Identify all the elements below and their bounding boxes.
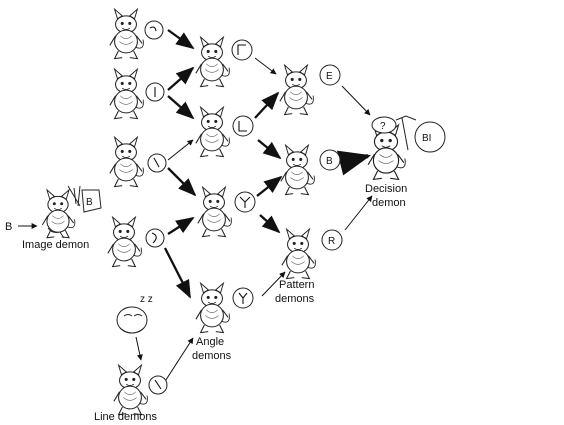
line-demon-5 [113, 364, 168, 416]
line-demon-2 [109, 68, 165, 120]
arrow-line3-angle2 [167, 139, 194, 161]
pattern-demon-r-letter: R [328, 236, 335, 247]
arrow-angle3-patternB [256, 175, 283, 197]
arrow-angle2-patternB [257, 139, 282, 160]
arrow-line4-angle3 [167, 217, 195, 235]
decision-demon-label-line2: demon [372, 197, 406, 209]
arrow-line3-angle3 [167, 167, 197, 197]
pattern-demons: E B R [279, 64, 343, 280]
feature-corner-top-icon [237, 44, 246, 55]
angle-demon-3 [197, 186, 256, 238]
line-demon-3 [109, 136, 167, 188]
pattern-demons-label-line2: demons [275, 293, 315, 305]
input-letter: B [5, 221, 12, 233]
feature-corner-bottom-icon [238, 121, 247, 132]
angle-demon-4 [195, 282, 254, 334]
arrow-line5-angle4 [161, 337, 194, 387]
feature-diagonal-line-icon [153, 157, 160, 168]
angle-demons-label-line1: Angle [196, 336, 224, 348]
decision-demon-output-text: BI [422, 133, 431, 144]
angle-demons-label-line2: demons [192, 350, 232, 362]
line-demons-label: Line demons [94, 411, 157, 423]
feature-fork-icon [238, 292, 248, 304]
image-demon-label: Image demon [22, 239, 89, 251]
decision-demon-output-bubble: BI [414, 121, 446, 153]
feature-junction-icon [239, 196, 251, 208]
angle-demon-2 [195, 106, 254, 158]
decision-demon: ? BI [367, 115, 446, 180]
line-demons: z z [107, 8, 168, 416]
angle-demon-1 [195, 36, 253, 88]
feature-arc-icon [151, 232, 157, 244]
decision-demon-thought-text: ? [380, 121, 386, 132]
arrow-patternR-decision [344, 195, 373, 231]
pattern-demon-r: R [281, 228, 343, 280]
arrow-line1-angle1 [167, 29, 195, 50]
feature-slash-icon [154, 379, 162, 390]
line-demon-4 [107, 216, 165, 268]
pattern-demon-b: B [280, 144, 341, 196]
arrow-line4-angle4 [163, 247, 192, 299]
arrow-patternE-decision [341, 85, 371, 116]
image-demon: B [41, 185, 102, 239]
connection-arrows [18, 29, 373, 387]
angle-demons [195, 36, 256, 334]
image-demon-bubble: B [81, 189, 102, 213]
pattern-demon-e: E [279, 64, 341, 116]
decision-demon-thought-bubble: ? [371, 116, 397, 134]
image-demon-bubble-text: B [86, 197, 93, 208]
arrow-line2-angle1 [167, 66, 195, 91]
arrow-angle3-patternR [259, 214, 281, 234]
line-demon-1 [109, 8, 164, 60]
sleeping-demon: z z [116, 294, 153, 334]
arrow-patternB-decision [336, 150, 372, 176]
pattern-demons-label-line1: Pattern [279, 279, 314, 291]
arrow-angle4-patternR [261, 271, 286, 297]
decision-demon-label-line1: Decision [365, 183, 407, 195]
feature-curve-icon [149, 26, 157, 32]
arrow-angle1-patternE [254, 57, 277, 75]
arrow-angle2-patternE [254, 91, 280, 119]
sleeping-demon-zzz: z z [140, 294, 153, 305]
arrow-line2-angle2 [167, 95, 195, 120]
pattern-demon-e-letter: E [326, 71, 333, 82]
pattern-demon-b-letter: B [326, 156, 333, 167]
arrow-sleeping-line5 [135, 336, 143, 361]
